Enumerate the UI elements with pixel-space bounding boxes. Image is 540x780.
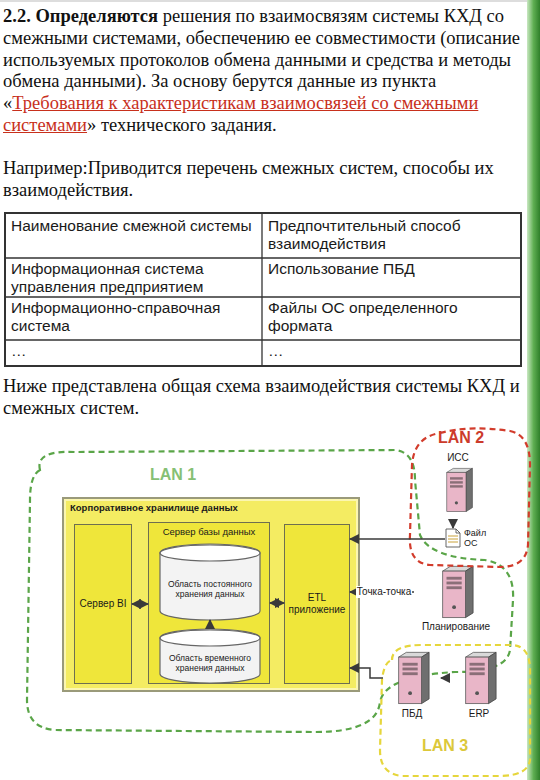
- system-box: Сервер BI: [74, 524, 132, 684]
- storage-cylinder: Область постоянного хранения данных: [159, 544, 261, 620]
- file-label: Файл ОС: [464, 528, 494, 548]
- server-node: ERP: [450, 650, 508, 732]
- server-icon: [460, 650, 498, 706]
- top-rule: [0, 1, 527, 2]
- network-zone: LAN 1 Корпоративное хранилище данныхСерве…: [15, 440, 520, 740]
- system-box: ETL приложение: [284, 524, 350, 684]
- table-cell: …: [11, 342, 258, 360]
- box-title: Корпоративное хранилище данных: [70, 502, 352, 513]
- server-icon: [442, 466, 474, 514]
- table-cell: Использование ПБД: [268, 260, 517, 278]
- server-label: Планирование: [422, 621, 490, 633]
- system-box: Сервер базы данныхОбласть постоянного хр…: [148, 522, 270, 684]
- connector: [270, 602, 284, 604]
- connector: [350, 538, 445, 540]
- table-cell: Файлы ОС определенного формата: [268, 299, 517, 335]
- server-label: ERP: [469, 708, 490, 720]
- box-label: Сервер BI: [80, 598, 127, 610]
- connector: [209, 620, 211, 629]
- storage-cylinder: Область временного хранения данных: [159, 629, 261, 683]
- server-icon: [437, 565, 475, 619]
- server-node: ПБД: [383, 650, 441, 732]
- connector: [132, 603, 148, 605]
- zone-label: LAN 3: [422, 737, 468, 755]
- table-grid: [5, 213, 521, 366]
- file-icon: [445, 528, 461, 548]
- storage-label: Область временного хранения данных: [167, 653, 253, 673]
- body-text: » технического задания.: [87, 115, 277, 135]
- paragraph: Ниже представлена общая схема взаимодейс…: [3, 376, 525, 420]
- table-rule: [5, 339, 521, 340]
- paragraph: Например:Приводится перечень смежных сис…: [3, 158, 525, 202]
- connector: [441, 677, 450, 679]
- body-text: Например:Приводится перечень смежных сис…: [3, 158, 494, 200]
- connector: [350, 668, 383, 678]
- body-text: 2.2. Определяются: [3, 6, 163, 26]
- server-label: ИСС: [447, 452, 469, 464]
- table-rule: [5, 296, 521, 297]
- system-box: Корпоративное хранилище данныхСервер BI С…: [62, 497, 360, 692]
- table-border: [5, 213, 521, 366]
- box-title: Сервер базы данных: [163, 526, 256, 537]
- table-cell: Предпочтительный способ взаимодействия: [268, 217, 517, 253]
- table-cell: Наименование смежной системы: [11, 217, 258, 235]
- table-rule: [261, 213, 262, 366]
- zone-label: LAN 2: [438, 429, 484, 447]
- body-text: Ниже представлена общая схема взаимодейс…: [3, 376, 520, 418]
- storage-label: Область постоянного хранения данных: [167, 579, 253, 599]
- table-cell: Информационная система управления предпр…: [11, 260, 258, 296]
- table-cell: …: [268, 342, 517, 360]
- server-label: ПБД: [402, 708, 423, 720]
- zone-outline: [372, 640, 535, 780]
- table-rule: [5, 257, 521, 258]
- server-node: ИСС: [428, 452, 488, 524]
- connector-label: Точка-точка: [356, 586, 413, 598]
- table-cell: Информационно-справочная система: [11, 299, 258, 335]
- box-label: ETL приложение: [287, 592, 347, 616]
- server-node: Планирование: [414, 565, 498, 645]
- file-node: Файл ОС: [445, 528, 507, 558]
- paragraph: 2.2. Определяются решения по взаимосвязя…: [3, 6, 525, 137]
- network-zone: LAN 3 ПБД ERP: [372, 640, 535, 780]
- server-icon: [393, 650, 431, 706]
- network-zone: LAN 2 ИСС: [400, 425, 535, 575]
- zone-label: LAN 1: [150, 466, 196, 484]
- connector: [452, 524, 454, 528]
